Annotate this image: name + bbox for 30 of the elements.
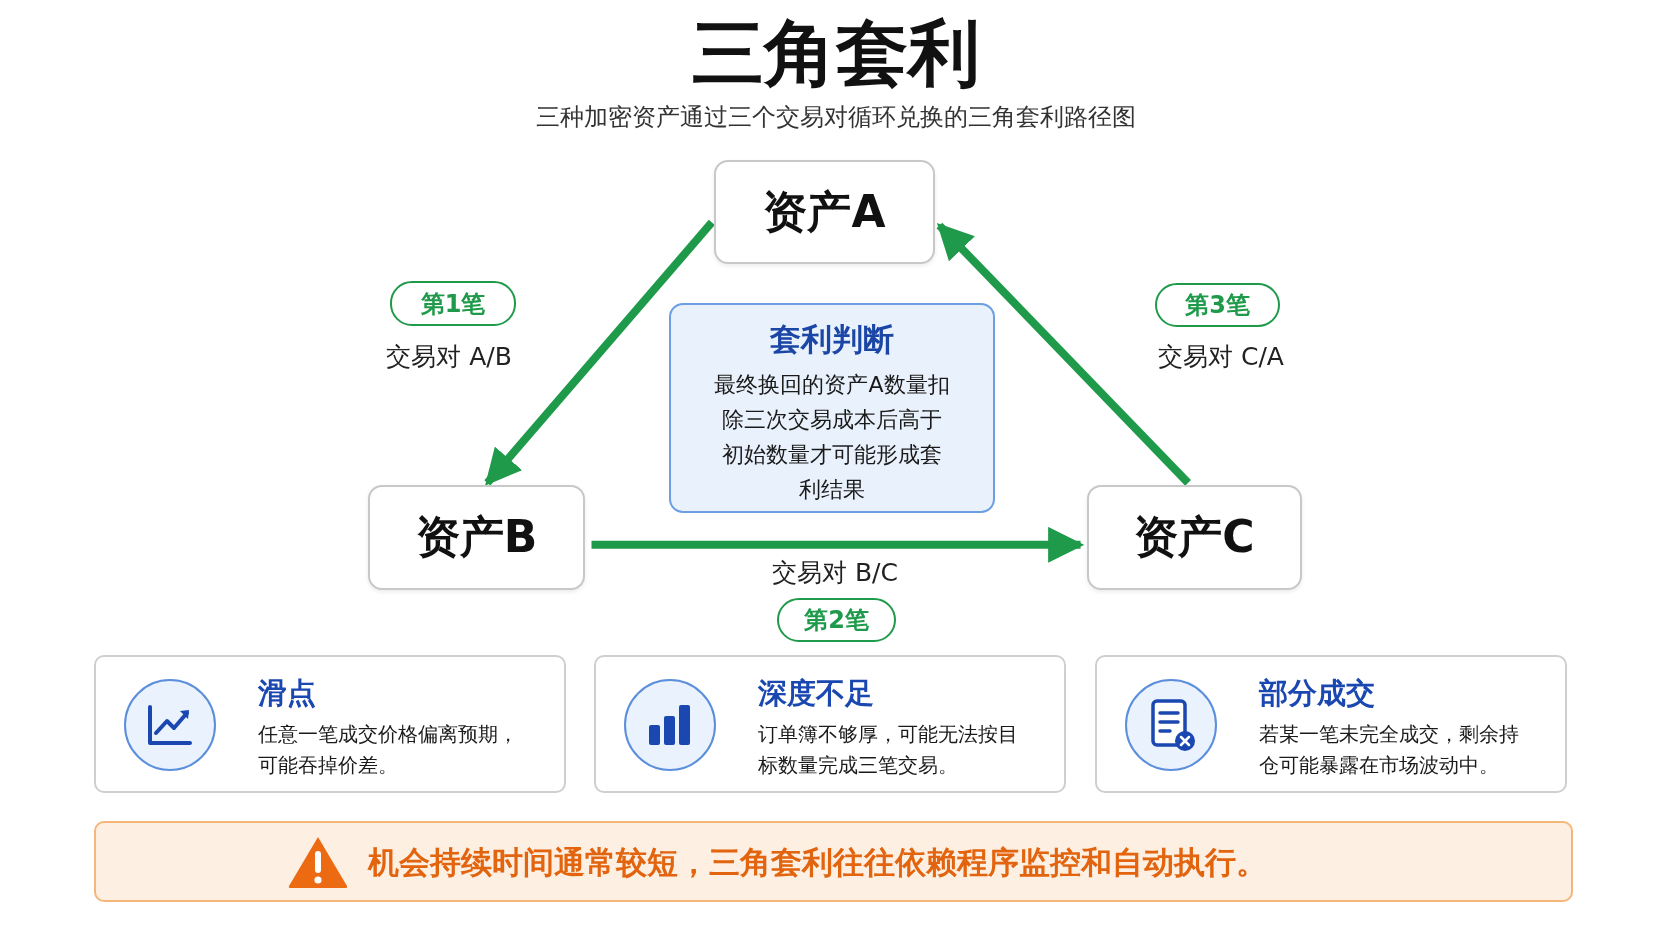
- risk-card: [94, 655, 566, 793]
- asset-name: 资产A: [763, 184, 886, 239]
- asset-box: [714, 160, 935, 264]
- panel-heading: 套利判断: [769, 320, 895, 359]
- panel-text: 最终换回的资产A数量扣除三次交易成本后高于初始数量才可能形成套利结果: [714, 371, 950, 504]
- asset-box: [1087, 485, 1302, 590]
- risk-card: [1095, 655, 1567, 793]
- pair-label: 交易对 A/B: [385, 341, 513, 373]
- risk-card: [594, 655, 1066, 793]
- card-text: 任意一笔成交价格偏离预期，可能吞掉价差。: [258, 721, 519, 779]
- arrow: [484, 219, 715, 486]
- card-heading: 滑点: [258, 675, 316, 712]
- pair-label: 交易对 C/A: [1157, 341, 1285, 373]
- card-text: 若某一笔未完全成交，剩余持仓可能暴露在市场波动中。: [1259, 721, 1520, 779]
- asset-name: 资产B: [415, 510, 538, 564]
- asset-box: [368, 485, 585, 590]
- subtitle: 三种加密资产通过三个交易对循环兑换的三角套利路径图: [535, 102, 1137, 134]
- pair-label: 交易对 B/C: [771, 557, 899, 589]
- step-badge: 第3笔: [1155, 283, 1280, 327]
- warning-text: 机会持续时间通常较短，三角套利往往依赖程序监控和自动执行。: [368, 843, 1267, 882]
- card-heading: 深度不足: [758, 675, 874, 712]
- rule-panel: [669, 303, 995, 513]
- warning-banner: [94, 821, 1573, 902]
- card-text: 订单簿不够厚，可能无法按目标数量完成三笔交易。: [758, 721, 1019, 779]
- step-badge: 第2笔: [777, 598, 896, 642]
- asset-name: 资产C: [1134, 510, 1255, 564]
- card-heading: 部分成交: [1259, 675, 1375, 712]
- title: 三角套利: [691, 10, 981, 97]
- arrow: [936, 222, 1191, 486]
- step-badge: 第1笔: [390, 281, 516, 326]
